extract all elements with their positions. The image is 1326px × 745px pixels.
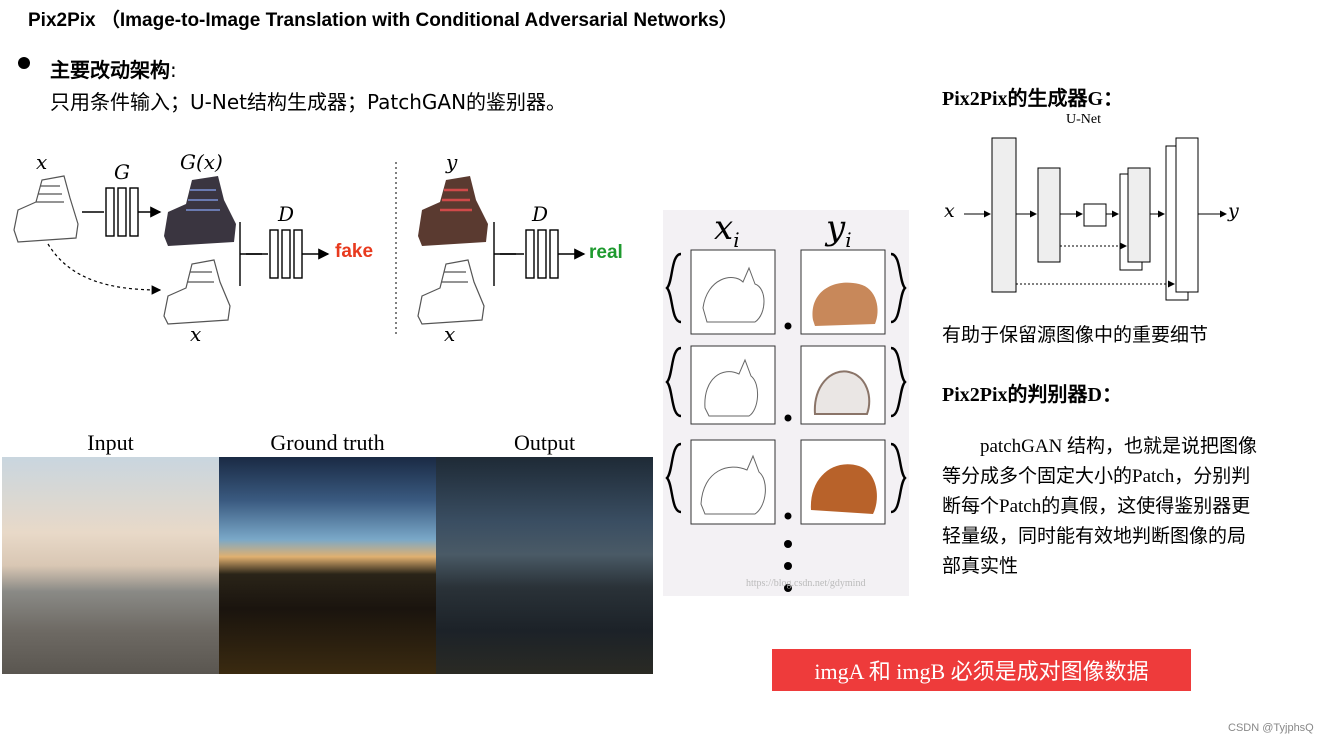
section-heading: 主要改动架构: xyxy=(50,54,177,83)
sketch-shoe-condition xyxy=(163,259,231,325)
unet-out-label: y xyxy=(1228,200,1239,222)
generator-block xyxy=(105,187,139,237)
csdn-credit: CSDN @TyjphsQ xyxy=(1228,722,1314,734)
pairs-yi-label: yi xyxy=(826,208,852,252)
pairs-xi-sub: i xyxy=(733,227,740,252)
label-y: y xyxy=(446,150,458,174)
label-d-fake: D xyxy=(278,202,295,226)
sketch-shoe-input xyxy=(13,175,79,243)
label-x-real: x xyxy=(444,322,456,346)
label-g: G xyxy=(114,160,130,184)
discriminator-line-2: 等分成多个固定大小的Patch，分别判 xyxy=(942,466,1251,487)
label-d-real: D xyxy=(532,202,549,226)
photo-label-ground-truth: Ground truth xyxy=(270,430,385,455)
output-photo xyxy=(436,457,653,674)
pairs-yi-letter: y xyxy=(826,208,846,248)
sketch-cat-2 xyxy=(690,345,776,425)
section-heading-colon: : xyxy=(170,58,177,82)
section-heading-text: 主要改动架构 xyxy=(50,58,170,82)
sketch-cat-3 xyxy=(690,439,776,525)
pairs-xi-letter: x xyxy=(714,208,734,248)
ground-truth-photo xyxy=(219,457,436,674)
photo-label-input: Input xyxy=(87,430,134,455)
sketch-cat-1 xyxy=(690,249,776,335)
sketch-shoe-real-condition xyxy=(417,259,485,325)
discriminator-line-1: patchGAN 结构，也就是说把图像 xyxy=(942,436,1258,457)
discriminator-line-4: 轻量级，同时能有效地判断图像的局 xyxy=(942,526,1247,547)
pairs-xi-label: xi xyxy=(714,208,740,252)
bullet-dot xyxy=(18,57,30,69)
conditional-gan-diagram xyxy=(13,162,586,336)
discriminator-paragraph: patchGAN 结构，也就是说把图像 等分成多个固定大小的Patch，分别判 … xyxy=(942,432,1314,582)
generator-heading: Pix2Pix的生成器G： xyxy=(942,88,1124,110)
discriminator-block-fake xyxy=(269,229,303,279)
pairs-illustration xyxy=(665,249,907,592)
section-description: 只用条件输入；U-Net结构生成器；PatchGAN的鉴别器。 xyxy=(50,90,567,114)
label-x-lower: x xyxy=(190,322,202,346)
discriminator-heading: Pix2Pix的判别器D： xyxy=(942,384,1122,406)
label-real: real xyxy=(589,242,623,263)
unet-in-label: x xyxy=(944,200,955,222)
real-shoe xyxy=(418,176,488,246)
label-x-input: x xyxy=(36,150,48,174)
generated-shoe xyxy=(164,176,236,246)
pairs-watermark: https://blog.csdn.net/gdymind xyxy=(746,578,866,589)
paired-data-highlight: imgA 和 imgB 必须是成对图像数据 xyxy=(772,649,1191,691)
unet-diagram xyxy=(964,137,1227,301)
discriminator-block-real xyxy=(525,229,559,279)
page-title: Pix2Pix （Image-to-Image Translation with… xyxy=(28,10,738,31)
label-gx: G(x) xyxy=(180,150,223,174)
input-photo xyxy=(2,457,219,674)
unet-label: U-Net xyxy=(1066,112,1101,127)
pairs-yi-sub: i xyxy=(845,227,852,252)
discriminator-line-3: 断每个Patch的真假，这使得鉴别器更 xyxy=(942,496,1251,517)
photo-label-output: Output xyxy=(513,430,576,455)
generator-note: 有助于保留源图像中的重要细节 xyxy=(942,324,1209,346)
label-fake: fake xyxy=(335,241,374,262)
discriminator-line-5: 部真实性 xyxy=(942,556,1019,577)
